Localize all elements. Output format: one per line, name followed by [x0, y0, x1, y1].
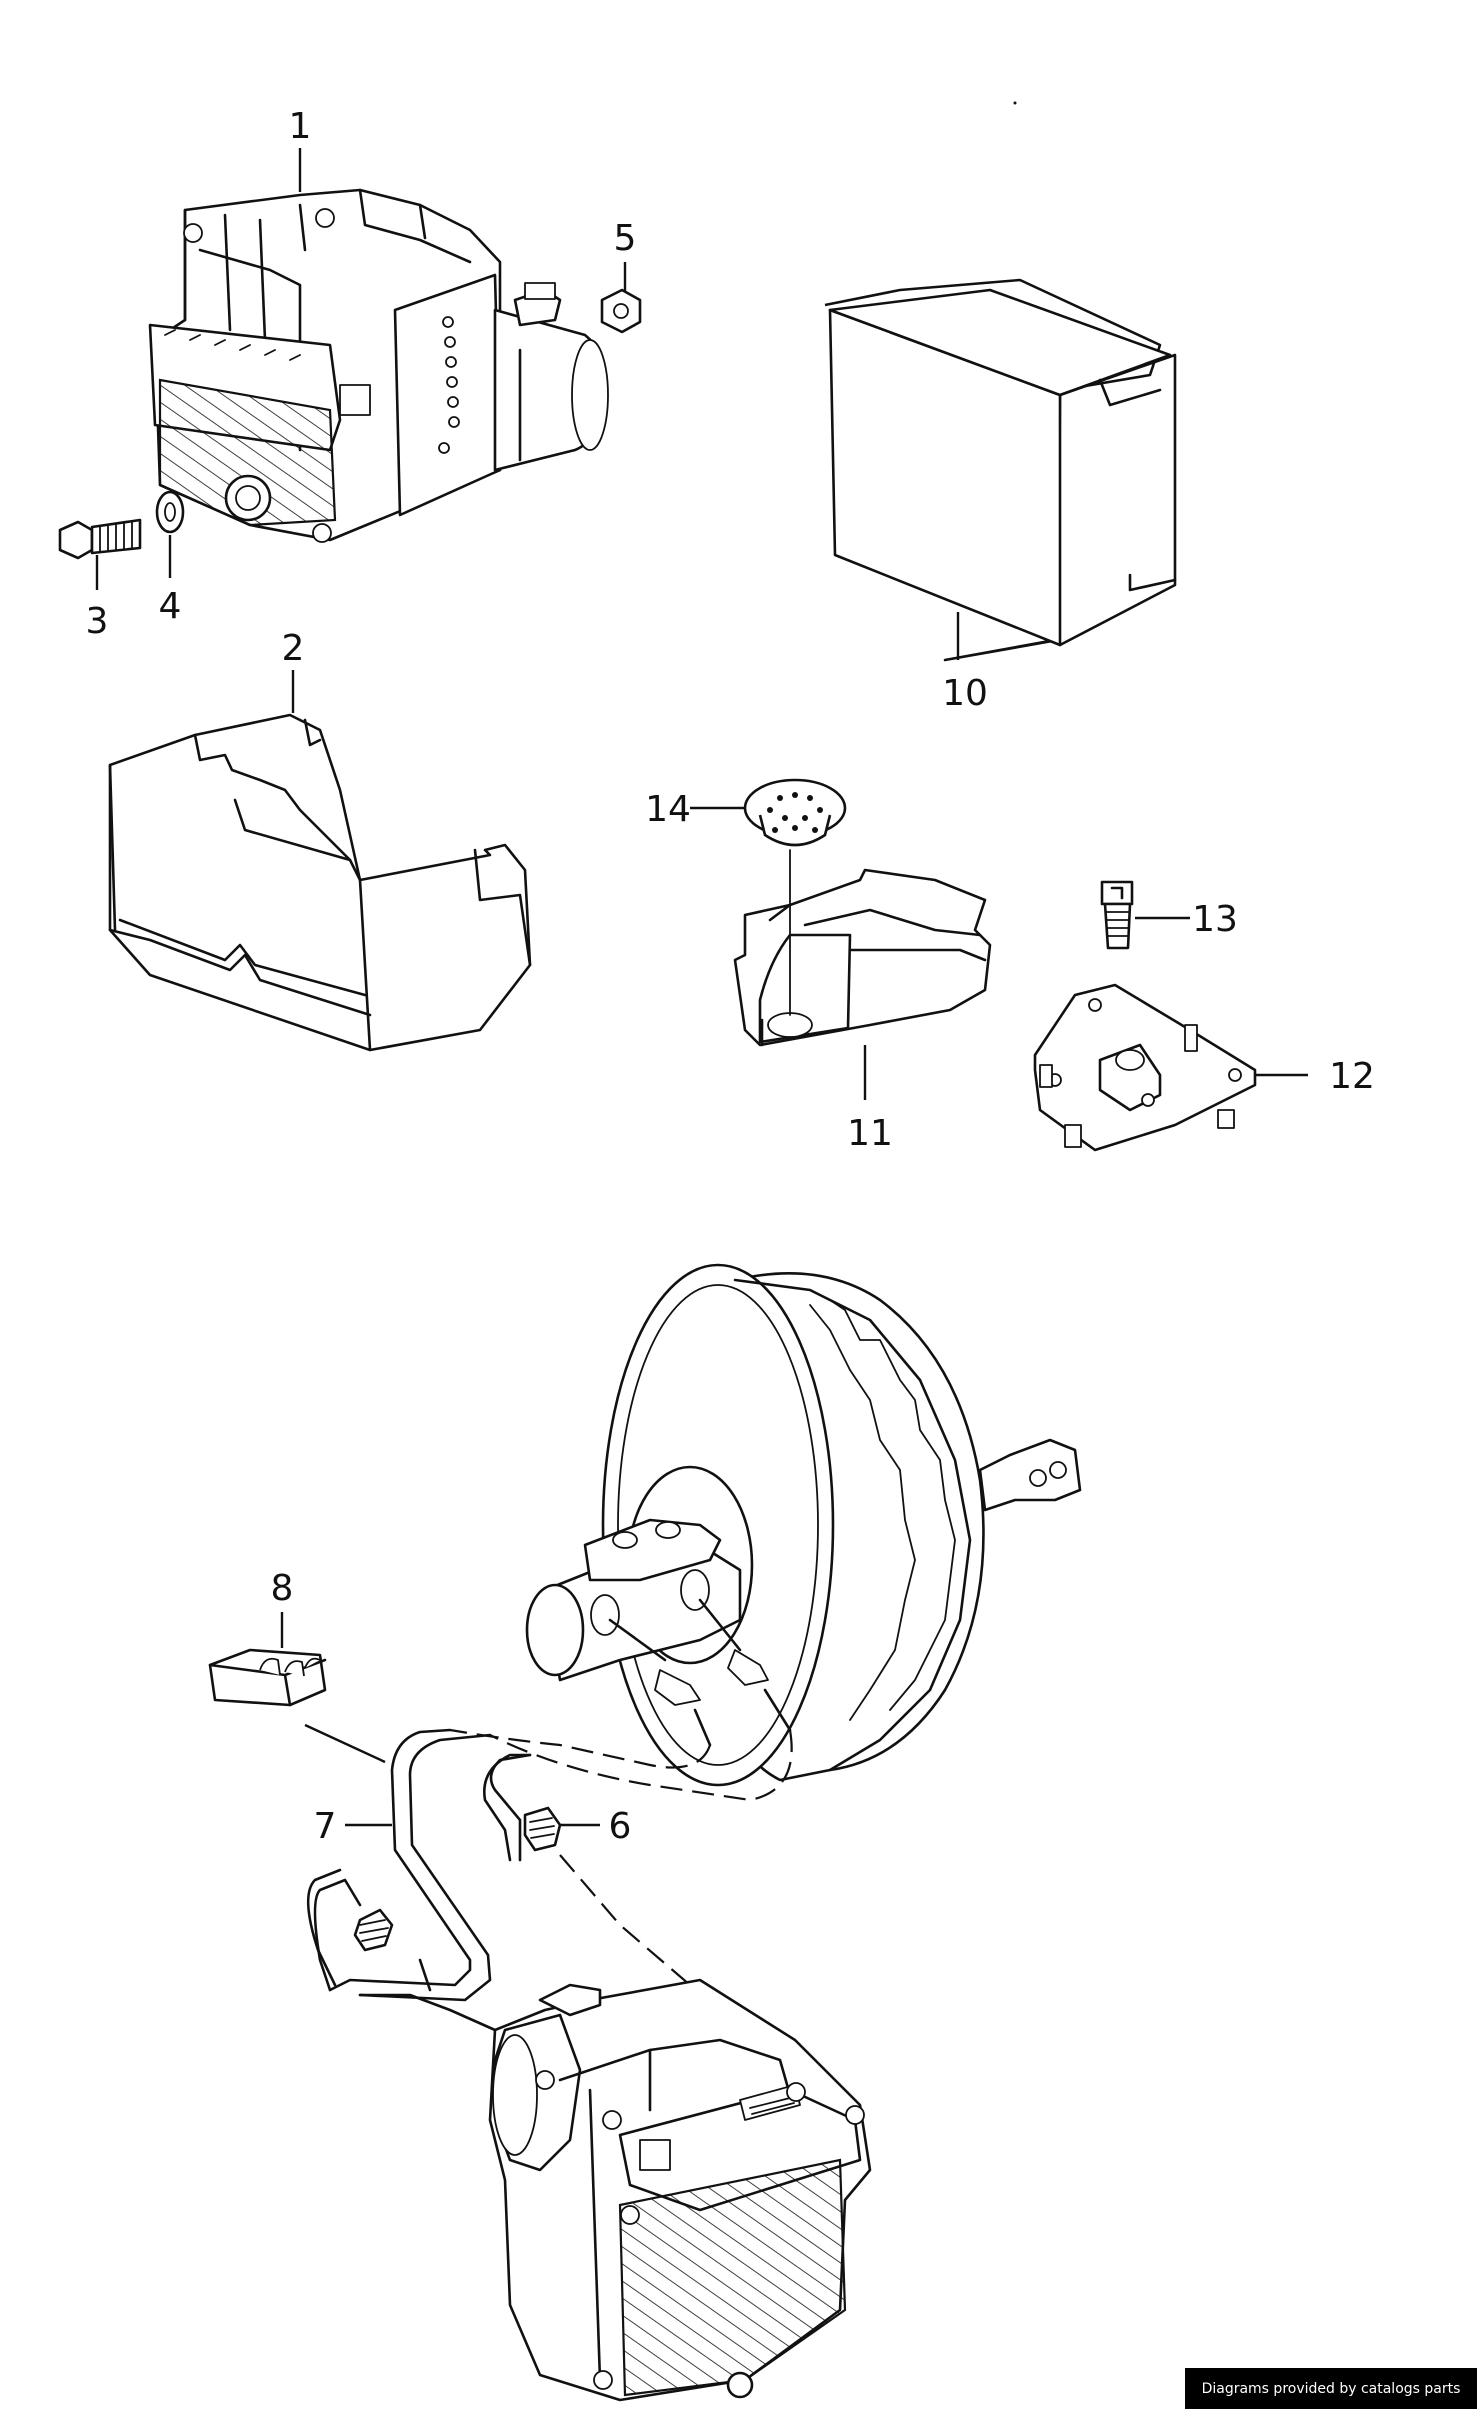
- callout-1: 1: [289, 106, 312, 147]
- callout-12: 12: [1329, 1056, 1375, 1097]
- mounting-plate-part-12: [1033, 983, 1257, 1152]
- callout-4: 4: [159, 586, 182, 627]
- brake-booster: [525, 1263, 1082, 1787]
- grommet-part-14: [743, 778, 847, 847]
- callout-14: 14: [645, 789, 691, 830]
- abs-unit-top: [148, 188, 609, 543]
- screw-part-13: [1100, 880, 1134, 950]
- fitting-part-6: [353, 1806, 691, 1986]
- bolt-part-3: [58, 518, 142, 560]
- callout-6: 6: [609, 1806, 632, 1847]
- control-module-part-10: [824, 278, 1177, 662]
- brake-lines: [306, 1598, 793, 2032]
- washer-part-4: [155, 490, 185, 534]
- speck: [1013, 101, 1017, 105]
- nut-part-5: [600, 288, 642, 334]
- callout-11: 11: [847, 1113, 893, 1154]
- bracket-part-11: [733, 849, 992, 1047]
- bracket-part-2: [108, 713, 532, 1052]
- attribution-footer: Diagrams provided by catalogs parts: [1185, 2368, 1477, 2409]
- callout-2: 2: [282, 628, 305, 669]
- clip-part-8: [208, 1648, 327, 1707]
- leader-lines: [95, 148, 1308, 1827]
- callout-8: 8: [271, 1568, 294, 1609]
- callout-13: 13: [1192, 899, 1238, 940]
- callout-7: 7: [314, 1806, 337, 1847]
- callout-labels: 1 2 3 4 5 6 7 8 10 11 12 13 14: [86, 106, 1375, 1847]
- callout-5: 5: [614, 218, 637, 259]
- callout-3: 3: [86, 601, 109, 642]
- callout-10: 10: [942, 673, 988, 714]
- abs-unit-bottom: [488, 1978, 872, 2402]
